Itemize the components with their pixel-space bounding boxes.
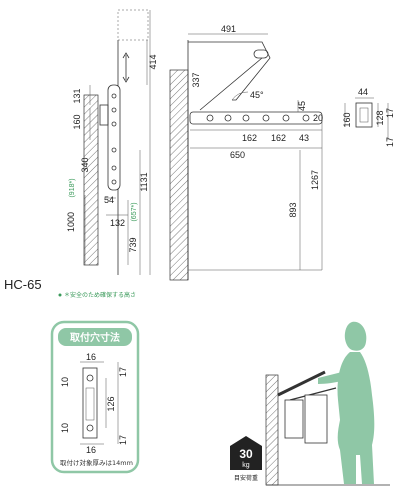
person-body (337, 352, 375, 484)
wall-bracket-left (99, 104, 109, 126)
ceiling-clearance-box (117, 9, 149, 41)
angled-arm (188, 41, 271, 101)
dim-20: 20 (313, 113, 323, 123)
mount-title: 取付穴寸法 (70, 331, 120, 344)
dim-54: 54 (104, 195, 114, 205)
dim-1000-alt: (918*) (69, 178, 76, 197)
laundry-item-1 (284, 399, 304, 439)
load-value: 30 (239, 447, 253, 461)
dim-45: 45 (297, 101, 307, 111)
dim-131: 131 (72, 88, 82, 103)
load-label: 目安荷重 (234, 474, 258, 482)
mount-dim-17-a: 17 (118, 367, 128, 377)
angle-45: 45° (250, 90, 264, 100)
dim-739-alt: (657*) (131, 202, 138, 221)
dim-44: 44 (358, 87, 368, 97)
hanger-body-folded (107, 84, 121, 191)
dim-1267: 1267 (310, 170, 320, 190)
wall-section-left (83, 94, 99, 266)
person-head (344, 321, 367, 351)
dim-162-a: 162 (242, 133, 257, 143)
mount-dim-16-bottom: 16 (86, 445, 96, 455)
left-elevation: 414 131 160 340 1000 (918*) 54 132 739 (… (66, 9, 158, 275)
dim-162-b: 162 (271, 133, 286, 143)
mount-title-bar (58, 328, 132, 346)
mount-dim-16-top: 16 (86, 352, 96, 362)
dim-132: 132 (110, 218, 125, 228)
dim-17-right-a: 17 (385, 108, 395, 118)
mount-dim-10-bottom: 10 (60, 423, 70, 433)
dim-17-right-b: 17 (385, 137, 395, 147)
wall-section-illustration (265, 374, 279, 486)
side-view-small: 44 160 128 17 17 (342, 87, 395, 147)
dim-1131: 1131 (139, 172, 149, 191)
dim-340: 340 (80, 157, 90, 172)
dim-128-right: 128 (375, 110, 385, 125)
dim-739: 739 (128, 237, 138, 252)
laundry-item-2 (304, 394, 328, 444)
dim-160-left: 160 (72, 114, 82, 129)
dim-160-right: 160 (342, 112, 352, 127)
mount-bracket (82, 367, 98, 439)
mount-dim-10-top: 10 (60, 377, 70, 387)
mounting-hole-card: 取付穴寸法 16 10 126 10 16 17 17 取付け対象厚みは14mm (50, 320, 140, 474)
dim-491: 491 (221, 24, 236, 34)
dim-43: 43 (299, 133, 309, 143)
mount-dim-126: 126 (106, 396, 116, 411)
dim-337: 337 (191, 72, 201, 87)
wall-section-mid (169, 69, 189, 281)
hanger-bar-extended (189, 111, 323, 125)
dim-414: 414 (148, 54, 158, 69)
load-badge: 30 kg 目安荷重 (230, 436, 262, 482)
dim-1000: 1000 (66, 212, 76, 232)
middle-elevation: 491 337 45° 45 162 162 43 20 650 1267 89… (169, 24, 323, 281)
mount-dim-17-b: 17 (118, 435, 128, 445)
usage-illustration (265, 321, 390, 486)
dim-650: 650 (230, 150, 245, 160)
load-unit: kg (242, 462, 250, 469)
person-arm (318, 372, 346, 384)
model-name: HC-65 (4, 277, 42, 292)
side-bracket (355, 102, 373, 128)
mount-footnote: 取付け対象厚みは14mm (60, 458, 133, 467)
dim-893: 893 (288, 202, 298, 217)
safety-note: ＊安全のため確保する高さ (64, 291, 136, 299)
